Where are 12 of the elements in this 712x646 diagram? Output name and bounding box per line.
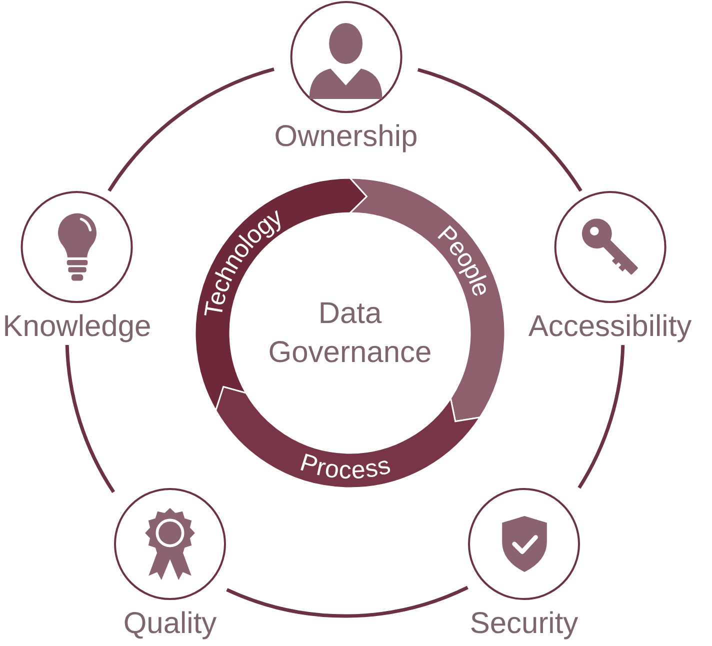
node-label: Quality — [123, 606, 217, 642]
center-title: Data Governance — [268, 297, 433, 371]
connector-arc — [578, 344, 625, 489]
node-label: Accessibility — [528, 309, 692, 345]
node-label: Ownership — [274, 119, 418, 155]
connector-arc — [417, 68, 582, 192]
node-label: Security — [470, 606, 578, 642]
connector-arc — [65, 344, 116, 493]
connector-arc — [226, 586, 468, 618]
connector-arc — [108, 68, 275, 192]
node-label: Knowledge — [2, 309, 152, 345]
segment-label: Process — [296, 448, 394, 485]
